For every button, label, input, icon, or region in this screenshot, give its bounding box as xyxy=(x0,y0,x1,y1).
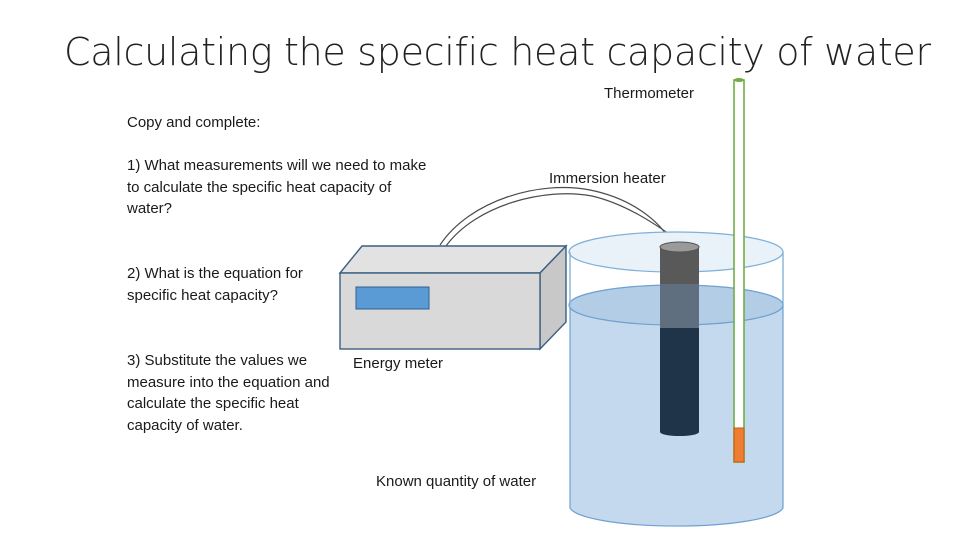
slide-title: Calculating the specific heat capacity o… xyxy=(64,30,931,74)
intro-text: Copy and complete: xyxy=(127,114,261,131)
energy-meter-label: Energy meter xyxy=(353,355,444,372)
water-label: Known quantity of water xyxy=(376,473,537,490)
question-3: 3) Substitute the values we measure into… xyxy=(127,352,330,434)
energy-meter xyxy=(338,244,568,351)
question-2: 2) What is the equation for specific hea… xyxy=(127,265,303,304)
immersion-heater xyxy=(659,241,700,436)
beaker-front-edge xyxy=(569,252,784,305)
heater-wires xyxy=(439,186,687,247)
immersion-heater-label: Immersion heater xyxy=(549,170,666,187)
thermometer xyxy=(733,78,745,463)
thermometer-label: Thermometer xyxy=(604,85,695,102)
meter-display xyxy=(355,286,430,310)
question-1: 1) What measurements will we need to mak… xyxy=(127,157,427,217)
